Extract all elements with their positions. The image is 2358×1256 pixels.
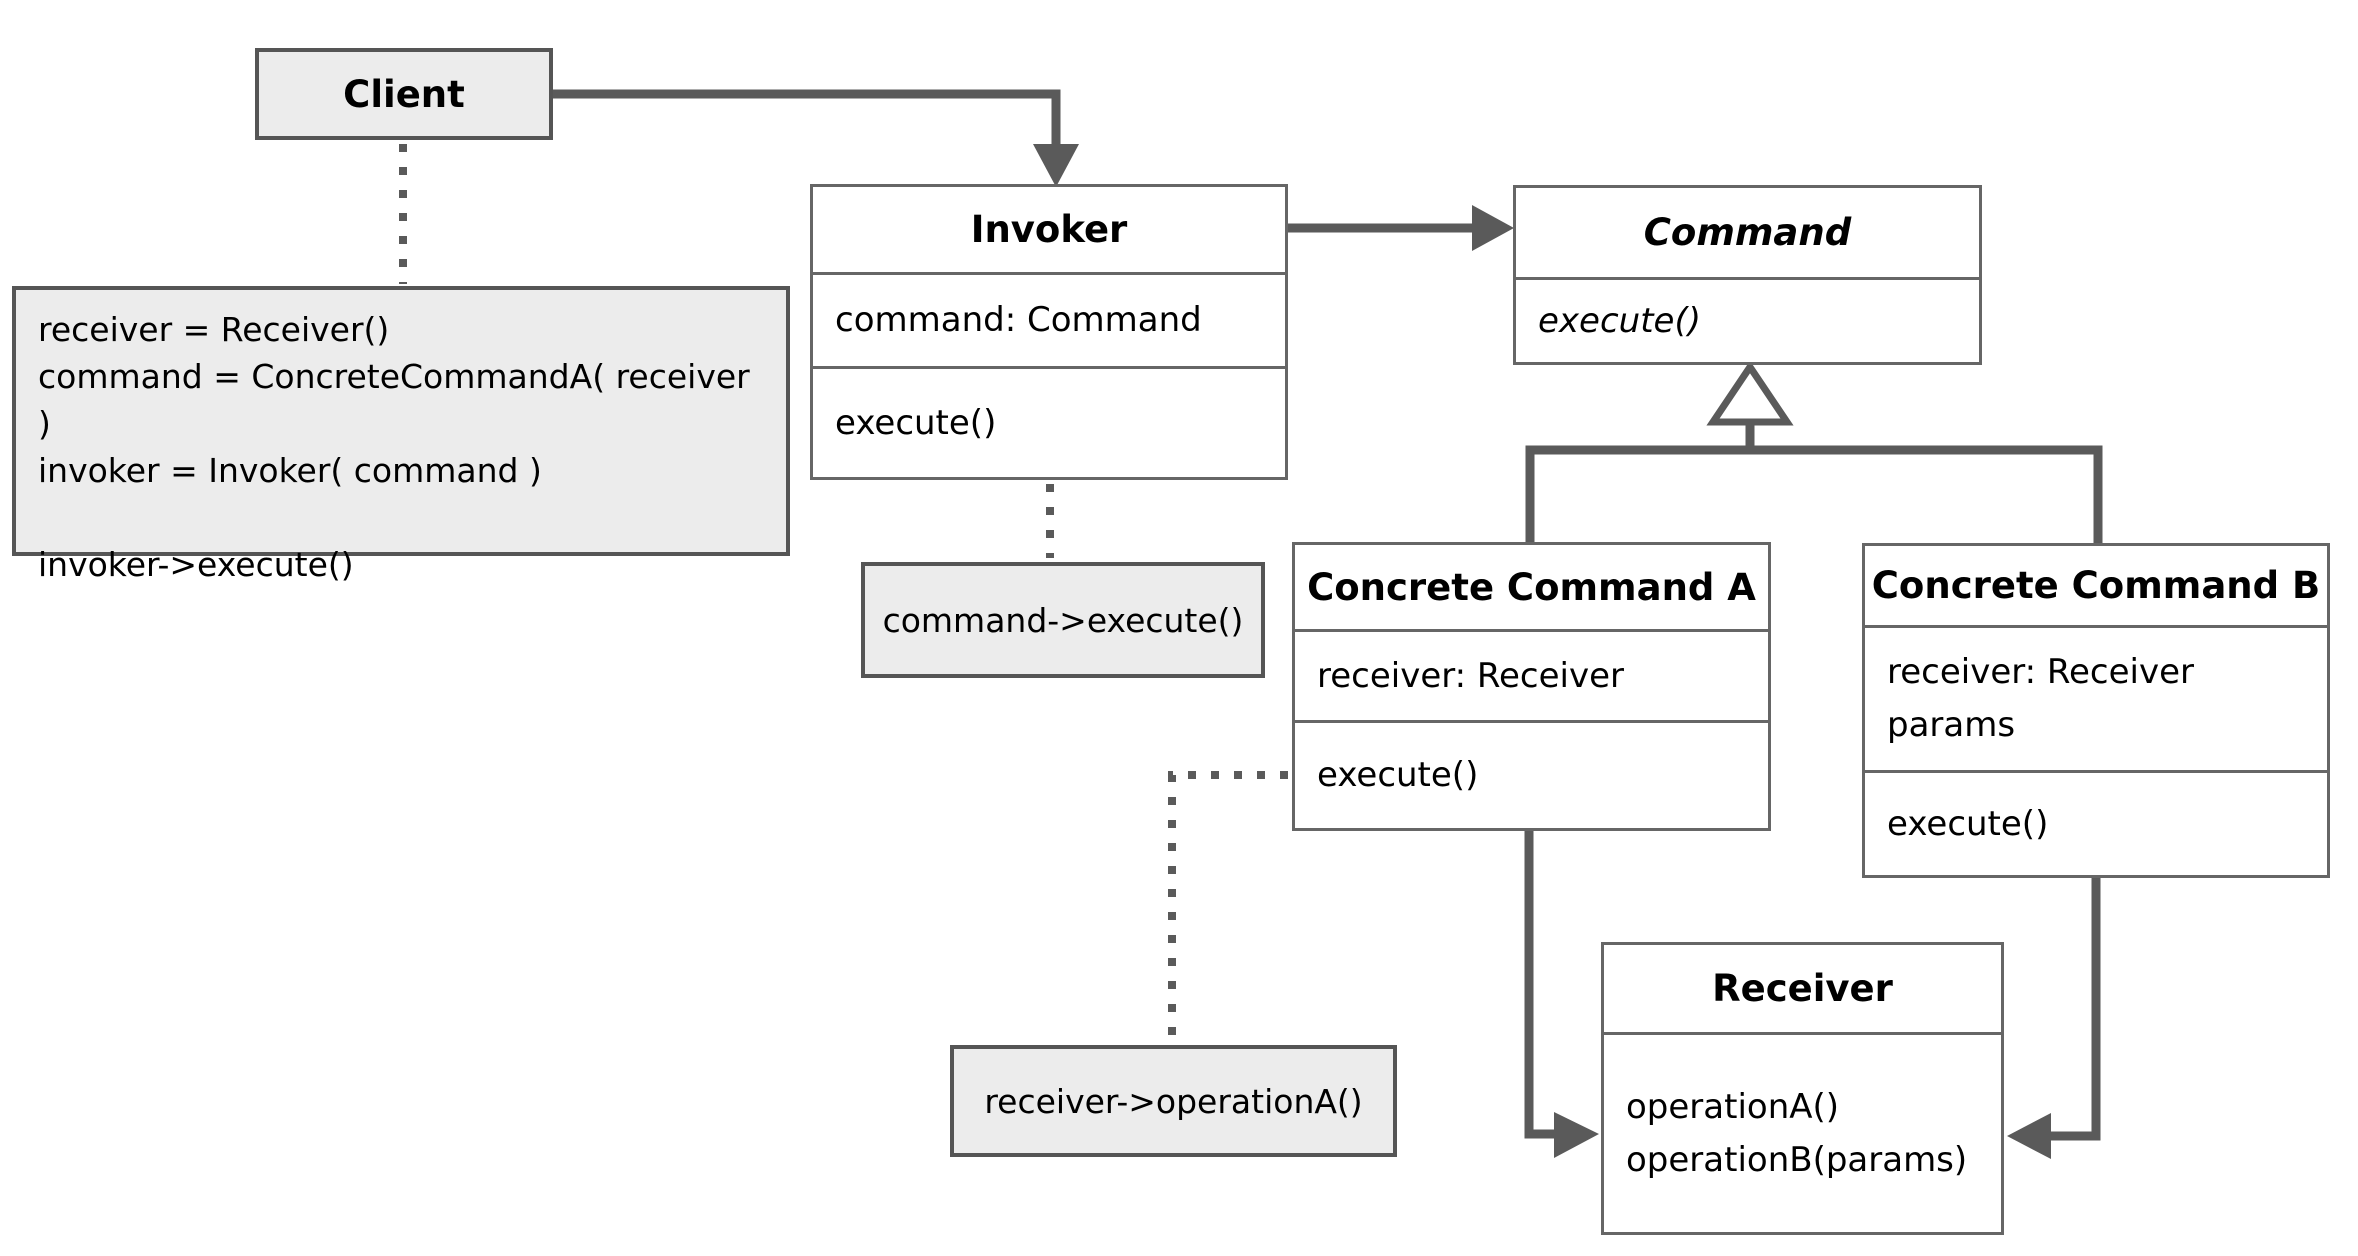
concrete-command-a-attributes-section: receiver: Receiver bbox=[1295, 632, 1768, 723]
concrete-command-a-attribute: receiver: Receiver bbox=[1317, 655, 1624, 696]
generalization-bar bbox=[1525, 445, 2103, 543]
invoker-attributes-section: command: Command bbox=[813, 275, 1285, 369]
command-class-box: Command execute() bbox=[1513, 185, 1982, 365]
command-methods-section: execute() bbox=[1516, 280, 1979, 362]
client-class-box: Client bbox=[255, 48, 553, 140]
invoker-attribute: command: Command bbox=[835, 300, 1202, 341]
command-class-title: Command bbox=[1516, 188, 1979, 280]
commanda-receiver-arrowhead-icon bbox=[1554, 1112, 1599, 1158]
receiver-class-title: Receiver bbox=[1604, 945, 2001, 1035]
invoker-methods-section: execute() bbox=[813, 369, 1285, 477]
concrete-command-b-attribute: receiver: Receiver bbox=[1887, 652, 2194, 693]
concrete-command-b-attributes-section: receiver: Receiver params bbox=[1865, 628, 2327, 773]
concrete-command-a-methods-section: execute() bbox=[1295, 723, 1768, 828]
invoker-method: execute() bbox=[835, 402, 997, 443]
invoker-command-arrowhead-icon bbox=[1472, 205, 1514, 251]
client-invoker-connector bbox=[553, 89, 1061, 146]
concrete-command-a-title: Concrete Command A bbox=[1295, 545, 1768, 632]
commandb-receiver-connector bbox=[2049, 878, 2101, 1141]
concrete-command-b-attribute: params bbox=[1887, 705, 2016, 745]
command-execute-note-text: command->execute() bbox=[882, 600, 1244, 640]
generalization-triangle-icon bbox=[1706, 360, 1794, 426]
receiver-class-box: Receiver operationA() operationB(params) bbox=[1601, 942, 2004, 1235]
invoker-class-title: Invoker bbox=[813, 187, 1285, 275]
concrete-command-b-methods-section: execute() bbox=[1865, 773, 2327, 875]
commanda-receiver-connector bbox=[1524, 831, 1556, 1139]
concrete-command-b-title: Concrete Command B bbox=[1865, 546, 2327, 628]
commanda-note-dotted-connector bbox=[1168, 771, 1288, 1041]
client-invoker-arrowhead-icon bbox=[1033, 144, 1079, 187]
invoker-class-box: Invoker command: Command execute() bbox=[810, 184, 1288, 480]
concrete-command-a-class-box: Concrete Command A receiver: Receiver ex… bbox=[1292, 542, 1771, 831]
client-code-note: receiver = Receiver() command = Concrete… bbox=[12, 286, 790, 584]
client-class-title: Client bbox=[343, 72, 465, 116]
receiver-operationa-note: receiver->operationA() bbox=[950, 1045, 1397, 1157]
concrete-command-b-class-box: Concrete Command B receiver: Receiver pa… bbox=[1862, 543, 2330, 878]
command-method: execute() bbox=[1538, 300, 1701, 341]
commandb-receiver-arrowhead-icon bbox=[2007, 1113, 2051, 1159]
receiver-method: operationB(params) bbox=[1626, 1139, 1968, 1180]
receiver-method: operationA() bbox=[1626, 1086, 1840, 1127]
receiver-operationa-note-text: receiver->operationA() bbox=[984, 1081, 1363, 1121]
command-execute-note: command->execute() bbox=[861, 562, 1265, 678]
receiver-methods-section: operationA() operationB(params) bbox=[1604, 1035, 2001, 1232]
concrete-command-b-method: execute() bbox=[1887, 803, 2049, 844]
concrete-command-a-method: execute() bbox=[1317, 755, 1479, 796]
